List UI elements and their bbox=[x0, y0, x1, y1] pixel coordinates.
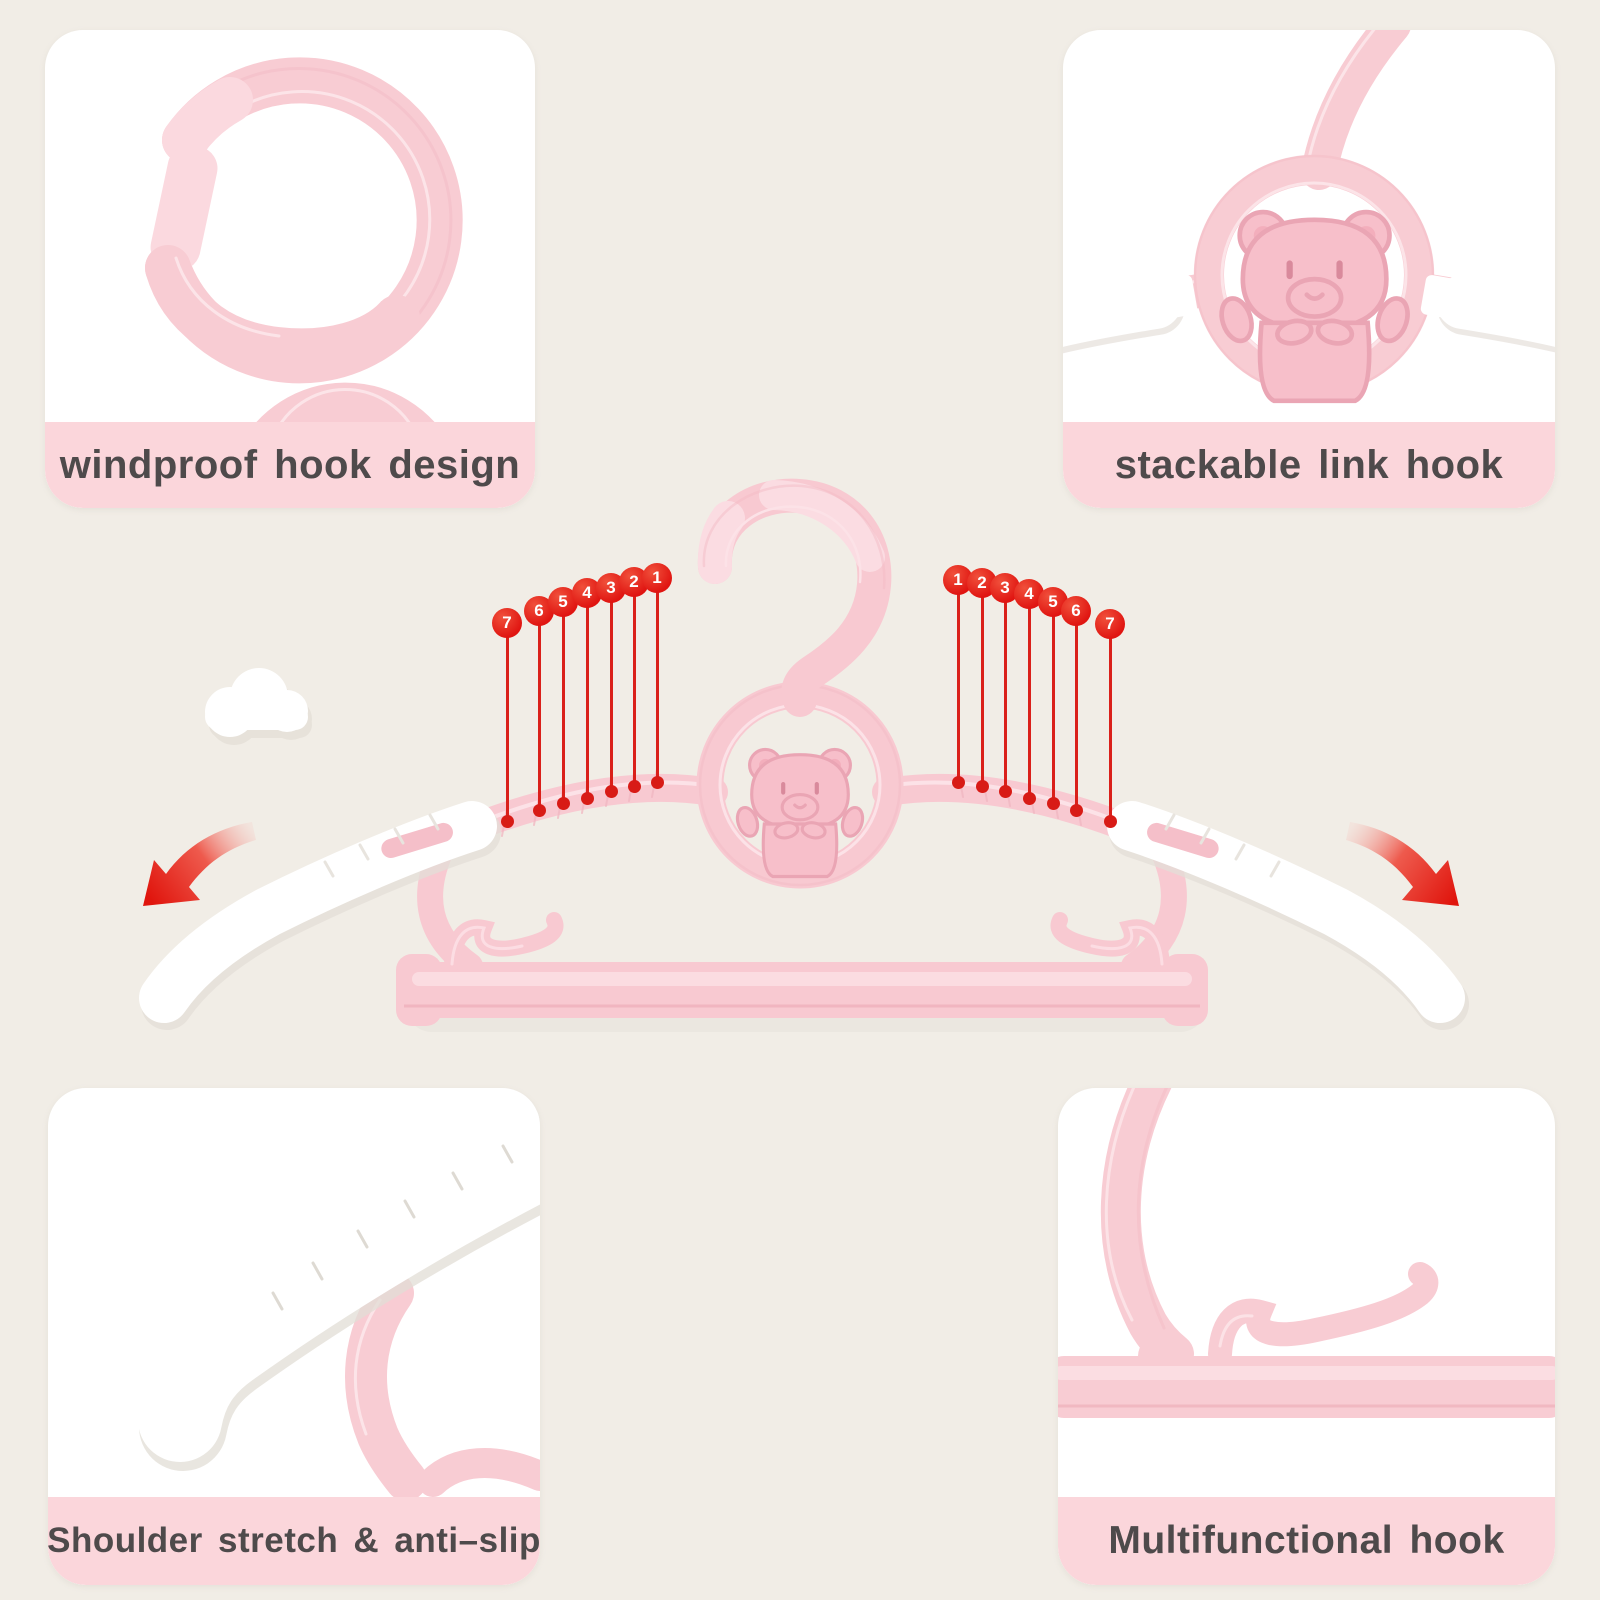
feature-label-band: Shoulder stretch & anti–slip bbox=[48, 1497, 540, 1585]
cloud-icon bbox=[205, 668, 312, 745]
hanger-bottom-bar bbox=[396, 954, 1208, 1032]
feature-card-stackable-link-hook: stackable link hook bbox=[1063, 30, 1555, 508]
multifunctional-hook-illustration bbox=[1058, 1088, 1555, 1418]
curved-arrow-down-left-icon bbox=[143, 822, 256, 906]
feature-card-multifunctional-hook: Multifunctional hook bbox=[1058, 1088, 1555, 1585]
shoulder-stretch-illustration bbox=[138, 1110, 540, 1497]
feature-label-band: Multifunctional hook bbox=[1058, 1497, 1555, 1585]
stackable-link-hook-illustration bbox=[1063, 30, 1555, 422]
curved-arrow-down-right-icon bbox=[1346, 822, 1459, 906]
feature-label: windproof hook design bbox=[59, 442, 521, 487]
feature-label-band: windproof hook design bbox=[45, 422, 535, 508]
feature-label: Shoulder stretch & anti–slip bbox=[48, 1521, 540, 1560]
feature-label: stackable link hook bbox=[1114, 442, 1504, 487]
windproof-hook-illustration bbox=[145, 57, 463, 422]
feature-card-windproof-hook: windproof hook design bbox=[45, 30, 535, 508]
feature-label: Multifunctional hook bbox=[1108, 1519, 1505, 1562]
shoulder-sleeves bbox=[139, 801, 1469, 1030]
feature-label-band: stackable link hook bbox=[1063, 422, 1555, 508]
multifunctional-hooks bbox=[444, 912, 1170, 972]
feature-card-shoulder-stretch: Shoulder stretch & anti–slip bbox=[48, 1088, 540, 1585]
